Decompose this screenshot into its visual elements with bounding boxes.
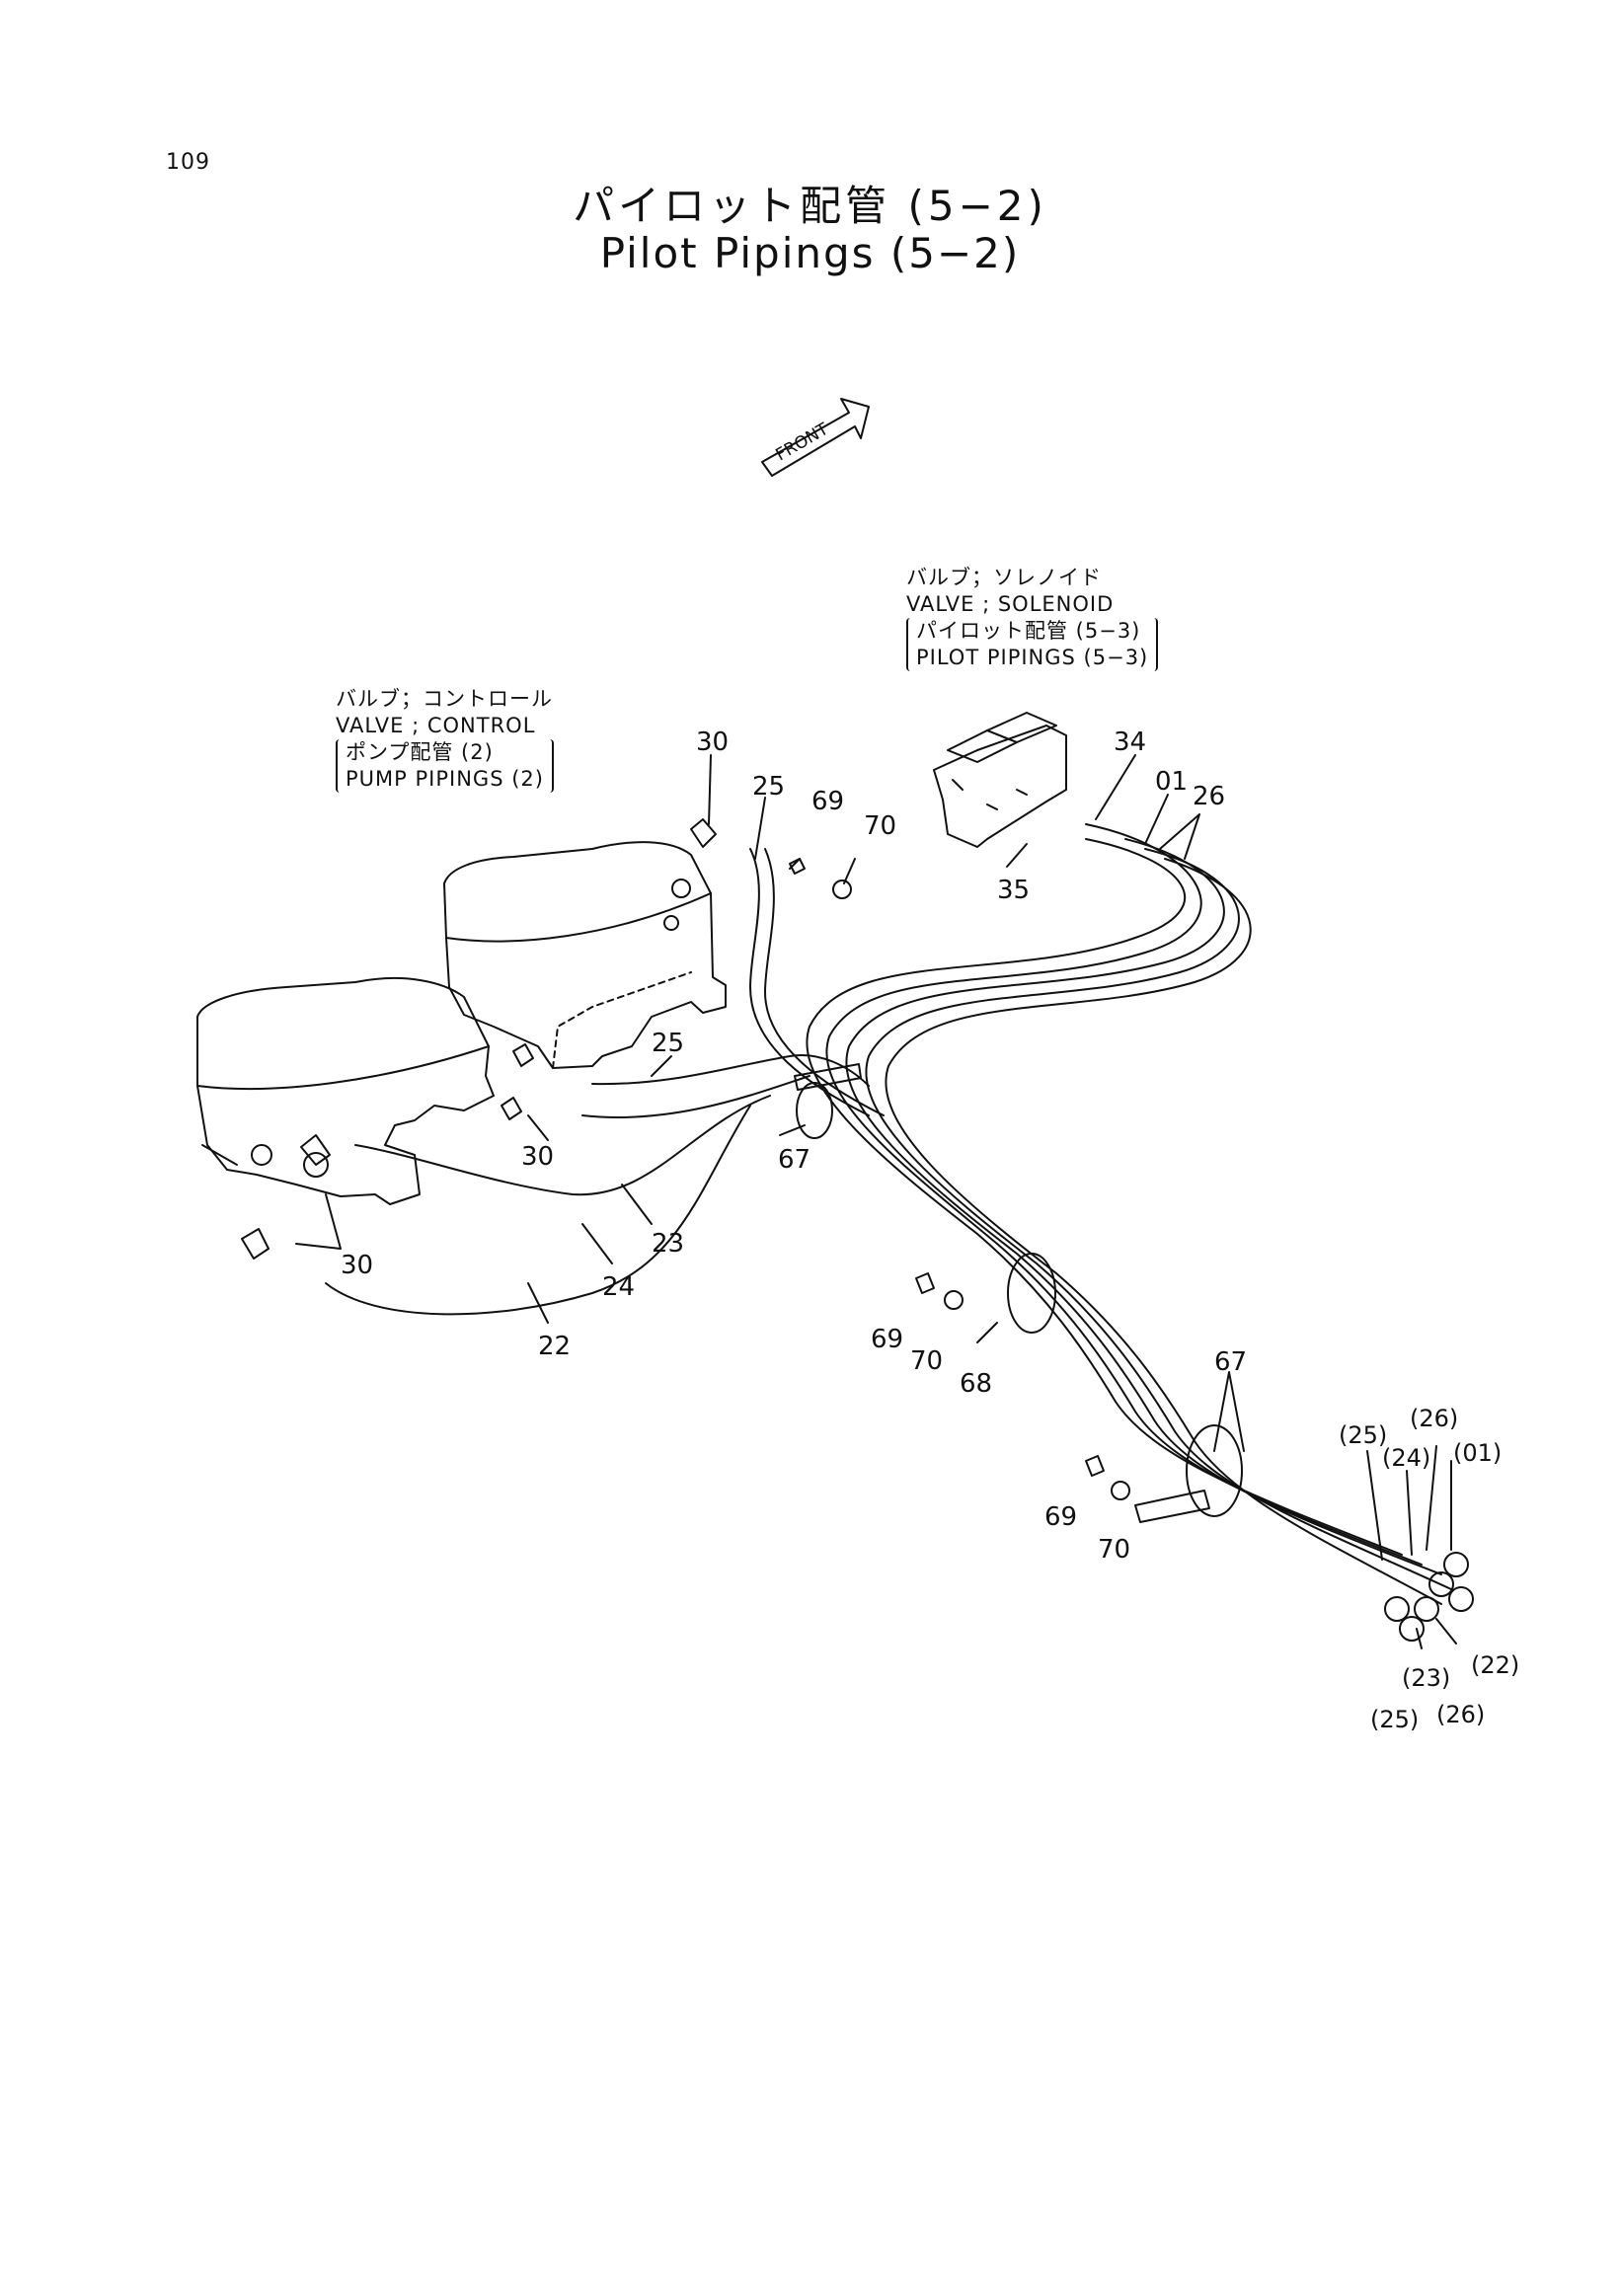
callout-69b: 69 xyxy=(871,1325,903,1354)
callout-23: 23 xyxy=(652,1229,684,1259)
solenoid-valve-bank xyxy=(933,712,1067,848)
control-valve-note: バルブ；コントロール VALVE ; CONTROL ポンプ配管 (2) PUM… xyxy=(336,686,554,793)
leader-lines xyxy=(295,754,1457,1649)
callout-30c: 30 xyxy=(341,1251,373,1280)
callout-35: 35 xyxy=(997,876,1030,905)
callout-25a: 25 xyxy=(752,772,785,802)
end-callout-01: (01) xyxy=(1453,1439,1502,1467)
control-valve-label-en: VALVE ; CONTROL xyxy=(336,714,536,737)
control-valve-label-ja: バルブ；コントロール xyxy=(336,687,553,711)
pilot-hose-bundle xyxy=(749,823,1452,1605)
end-callout-24: (24) xyxy=(1382,1444,1430,1472)
end-callout-23: (23) xyxy=(1402,1664,1450,1692)
control-valve-front xyxy=(196,976,495,1205)
callout-69a: 69 xyxy=(811,787,844,816)
solenoid-reference-ja: パイロット配管 (5−3) xyxy=(916,619,1141,643)
callout-25b: 25 xyxy=(652,1029,684,1058)
callout-70b: 70 xyxy=(910,1346,943,1376)
control-reference-bracket: ポンプ配管 (2) PUMP PIPINGS (2) xyxy=(336,739,554,793)
end-callout-26: (26) xyxy=(1410,1405,1458,1432)
hoses-to-control-valve xyxy=(325,1054,870,1316)
solenoid-reference-bracket: パイロット配管 (5−3) PILOT PIPINGS (5−3) xyxy=(906,618,1159,671)
callout-24: 24 xyxy=(602,1272,635,1302)
callout-69c: 69 xyxy=(1044,1502,1077,1532)
callout-34: 34 xyxy=(1114,727,1146,757)
callout-22: 22 xyxy=(538,1332,571,1361)
callout-67a: 67 xyxy=(778,1145,810,1175)
callout-67b: 67 xyxy=(1214,1347,1247,1377)
page-number: 109 xyxy=(166,150,210,175)
callout-70c: 70 xyxy=(1098,1535,1130,1565)
front-arrow-icon: FRONT xyxy=(761,398,870,477)
solenoid-valve-label-en: VALVE ; SOLENOID xyxy=(906,592,1115,616)
title-english: Pilot Pipings (5−2) xyxy=(599,229,1021,277)
title-japanese: パイロット配管 (5−2) xyxy=(573,182,1047,230)
end-callout-25b: (25) xyxy=(1370,1706,1419,1733)
clamp-parts xyxy=(241,818,1243,1523)
callout-30b: 30 xyxy=(521,1142,554,1172)
callout-30a: 30 xyxy=(696,727,729,757)
hose-end-fittings xyxy=(1384,1552,1474,1642)
callout-68: 68 xyxy=(960,1369,992,1399)
solenoid-reference-en: PILOT PIPINGS (5−3) xyxy=(916,646,1149,669)
callout-26: 26 xyxy=(1193,782,1225,811)
solenoid-valve-label-ja: バルブ；ソレノイド xyxy=(906,566,1102,589)
control-valve-rear xyxy=(443,841,727,1069)
end-callout-26b: (26) xyxy=(1436,1701,1485,1728)
callout-70a: 70 xyxy=(864,811,896,841)
control-reference-en: PUMP PIPINGS (2) xyxy=(346,767,544,791)
callout-01: 01 xyxy=(1155,767,1188,797)
end-callout-25: (25) xyxy=(1339,1421,1387,1449)
control-reference-ja: ポンプ配管 (2) xyxy=(346,740,494,764)
solenoid-valve-note: バルブ；ソレノイド VALVE ; SOLENOID パイロット配管 (5−3)… xyxy=(906,565,1159,671)
end-callout-22: (22) xyxy=(1471,1651,1519,1679)
